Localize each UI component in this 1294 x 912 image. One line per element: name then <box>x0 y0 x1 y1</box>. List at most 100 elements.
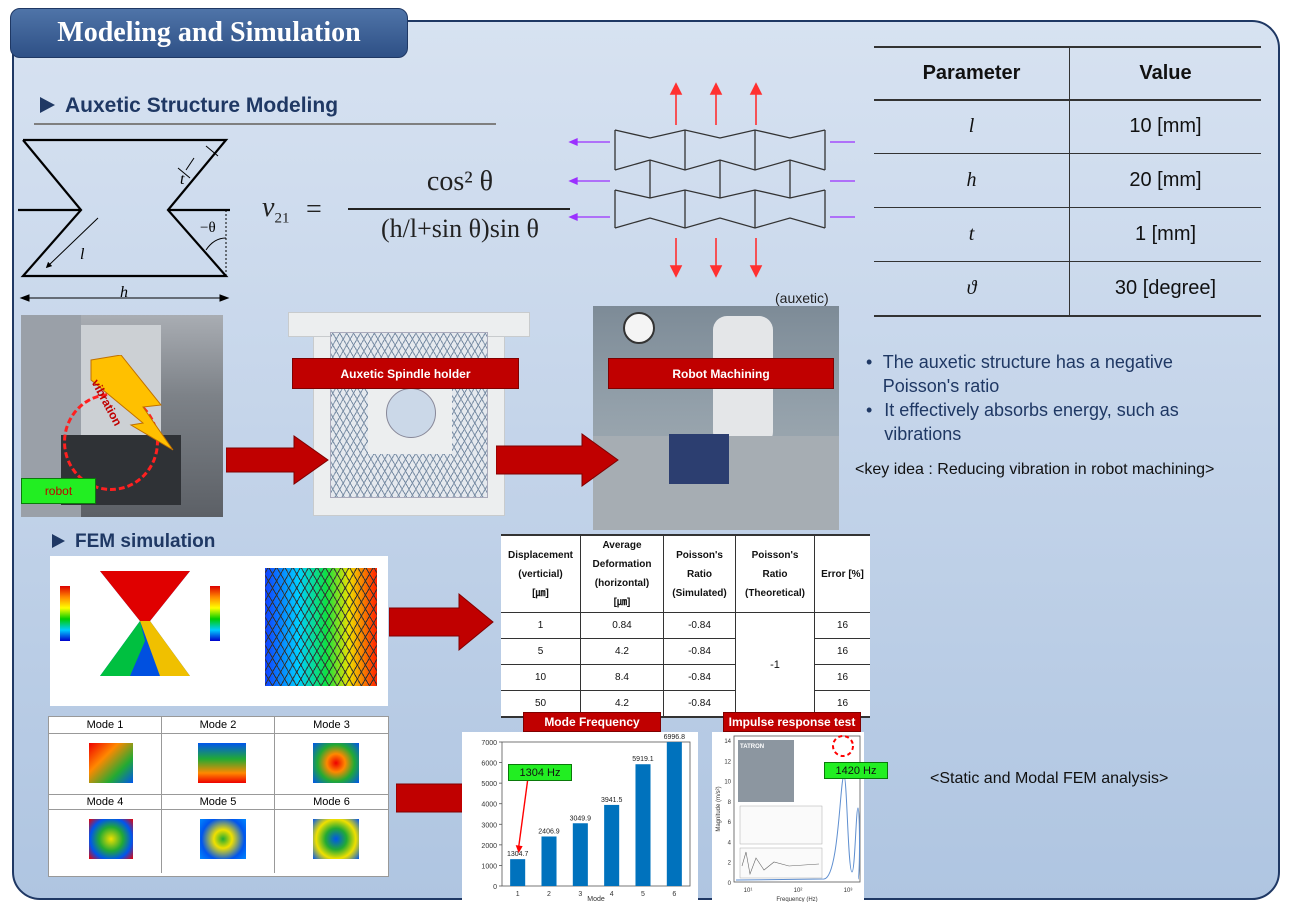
callout-arrow <box>517 779 529 848</box>
photo-wall-clock <box>623 312 655 344</box>
mode-label: Mode 1 <box>49 717 161 734</box>
bar-value-label: 1304.7 <box>507 851 529 858</box>
table-cell: 16 <box>814 638 870 665</box>
param-value-t: 1 [mm] <box>1134 222 1197 245</box>
mode-callout-label: 1304 Hz <box>508 764 572 781</box>
y-tick-label: 7000 <box>481 740 497 747</box>
bar <box>572 823 588 886</box>
table-row: 5 4.2 -0.84 16 <box>501 638 870 665</box>
param-value-h: 20 [mm] <box>1129 168 1202 191</box>
table-cell: 4.2 <box>580 638 664 665</box>
mode-frequency-label: Mode Frequency <box>523 712 661 732</box>
label-h: h <box>120 284 128 301</box>
impulse-test-label: Impulse response test <box>723 712 861 732</box>
y-tick-label: 4000 <box>481 802 497 809</box>
fem-heading: FEM simulation <box>52 531 215 553</box>
param-row-h: h <box>874 153 1070 207</box>
robot-machining-label: Robot Machining <box>608 358 834 389</box>
mode-cell: Mode 1 <box>49 717 162 795</box>
bar-value-label: 3049.9 <box>570 815 592 822</box>
mode-cell: Mode 5 <box>162 795 275 873</box>
theoretical-value-cell: -1 <box>735 612 815 718</box>
x-tick-label: 4 <box>610 891 614 898</box>
unit-cell-diagram: t −θ l h <box>18 138 230 302</box>
y-tick-label: 5000 <box>481 781 497 788</box>
fem-header-text: (Theoretical) <box>744 587 805 599</box>
bullet-text-1: The auxetic structure has a negative Poi… <box>882 352 1173 396</box>
param-value-l: 10 [mm] <box>1129 115 1202 138</box>
fem-header-theoretical: Poisson's Ratio (Theoretical) <box>735 535 815 613</box>
mode-label: Mode 6 <box>275 795 388 810</box>
fem-results-table: Displacement (verticial) [㎛] Average Def… <box>501 534 870 718</box>
bullet-list: •The auxetic structure has a negative Po… <box>866 350 1246 446</box>
y-tick-label: 4 <box>728 840 732 846</box>
formula-eq: = <box>306 194 322 225</box>
bar-value-label: 3941.5 <box>601 797 623 804</box>
mode-shape-image <box>89 743 133 783</box>
mode-shape-grid: Mode 1 Mode 2 Mode 3 Mode 4 Mode 5 Mode … <box>48 716 389 877</box>
y-tick-label: 2 <box>728 861 732 867</box>
fem-header-text: Poisson's <box>676 549 723 561</box>
y-tick-label: 6000 <box>481 761 497 768</box>
callout-arrowhead <box>515 845 523 854</box>
fem-header-text: Error [%] <box>821 568 864 580</box>
inset-time-plot <box>739 805 823 845</box>
triangle-bullet-icon <box>40 97 55 113</box>
x-tick-label: 2 <box>547 891 551 898</box>
auxetic-heading-text: Auxetic Structure Modeling <box>65 94 339 117</box>
auxetic-heading: Auxetic Structure Modeling <box>40 94 338 118</box>
param-row-l: l <box>874 100 1070 153</box>
y-tick-label: 6 <box>728 820 732 826</box>
x-axis-label: Frequency (Hz) <box>776 897 817 902</box>
auxetic-deformation-diagram <box>568 82 855 278</box>
table-cell: -0.84 <box>663 664 736 691</box>
mode-label: Mode 2 <box>162 717 274 734</box>
robot-machining-photo <box>593 306 839 530</box>
bullet-item-2: •It effectively absorbs energy, such as … <box>866 398 1246 446</box>
bar <box>666 742 682 886</box>
y-tick-label: 2000 <box>481 843 497 850</box>
y-tick-label: 0 <box>493 884 497 891</box>
formula-lhs: ν <box>262 192 275 223</box>
formula-denominator: (h/l+sin θ)sin θ <box>380 214 540 243</box>
x-tick-label: 10³ <box>844 888 853 894</box>
table-cell: 16 <box>836 698 849 709</box>
table-cell: 16 <box>814 664 870 691</box>
param-value-theta: 30 [degree] <box>1114 276 1217 299</box>
mode-frequency-chart: 010002000300040005000600070001304.712406… <box>462 732 698 902</box>
table-cell: 5 <box>501 638 581 665</box>
fem-header-text: Ratio <box>687 568 712 580</box>
y-tick-label: 12 <box>724 759 731 765</box>
arrow-right-3-icon <box>389 592 494 652</box>
table-cell: 16 <box>814 612 870 639</box>
frequency-response-line <box>735 775 860 881</box>
table-cell: -0.84 <box>663 638 736 665</box>
mode-label: Mode 5 <box>162 795 274 810</box>
fem-header-error: Error [%] <box>814 535 870 613</box>
x-axis-label: Mode <box>587 896 605 902</box>
bar-value-label: 2406.9 <box>538 828 560 835</box>
mode-shape-image <box>313 743 359 783</box>
bar <box>604 804 620 886</box>
fem-lattice-model <box>265 568 377 686</box>
fem-header-text: Displacement <box>507 549 574 561</box>
plot-area <box>733 735 861 883</box>
photo-vise <box>669 434 729 484</box>
x-tick-label: 3 <box>578 891 582 898</box>
y-tick-label: 14 <box>724 739 731 745</box>
fem-zcell-model <box>100 571 190 676</box>
fem-legend-2 <box>210 586 220 641</box>
y-tick-label: 3000 <box>481 822 497 829</box>
fem-header-deformation: Average Deformation (horizontal) [㎛] <box>580 535 664 613</box>
mode-cell: Mode 6 <box>275 795 388 873</box>
arrow-right-1-icon <box>226 435 329 485</box>
robot-label: robot <box>21 478 96 504</box>
fem-header-text: [㎛] <box>613 597 631 608</box>
bar <box>510 859 526 886</box>
table-cell: 10 <box>501 664 581 691</box>
fem-header-text: Average <box>602 540 642 551</box>
fem-legend-1 <box>60 586 70 641</box>
fem-caption: <Static and Modal FEM analysis> <box>930 770 1169 787</box>
x-tick-label: 5 <box>641 891 645 898</box>
